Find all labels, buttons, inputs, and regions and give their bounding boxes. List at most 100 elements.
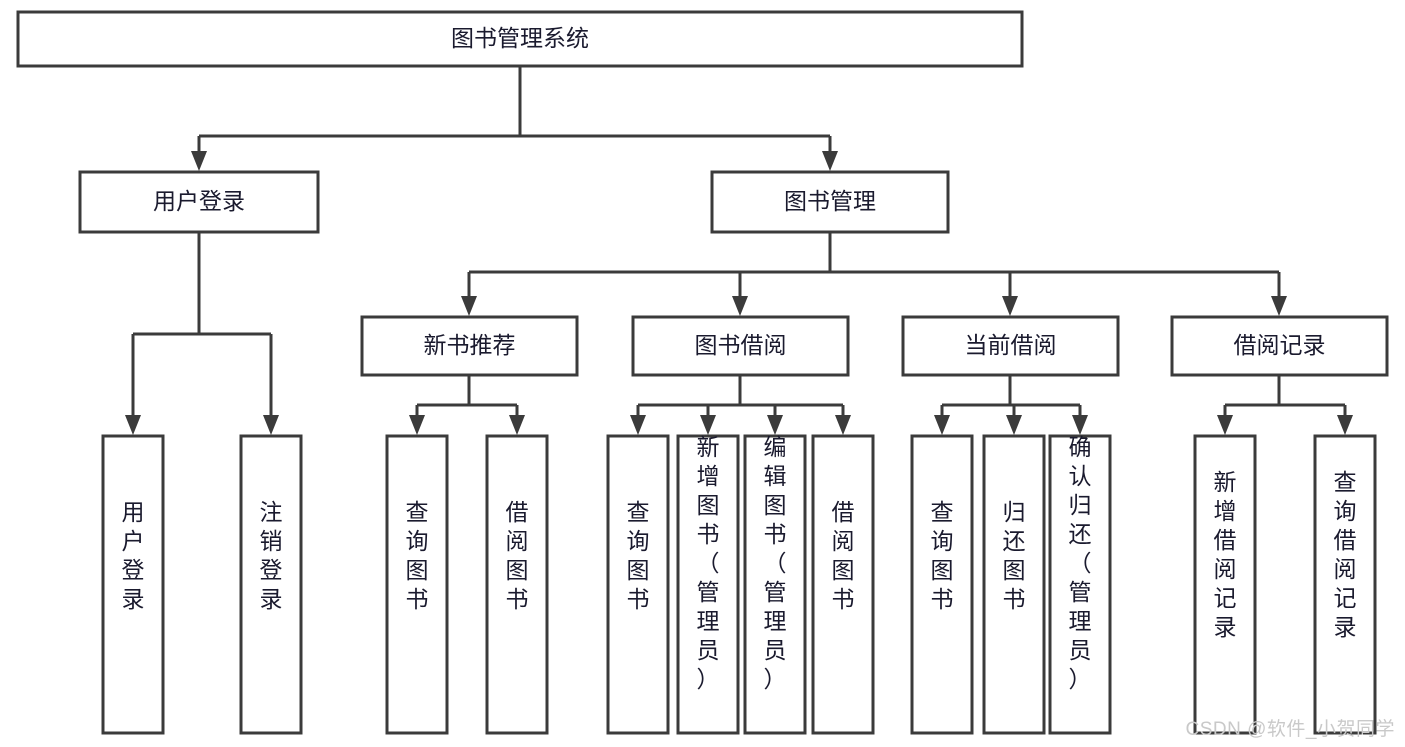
node-box[interactable]: [101, 434, 165, 735]
node-label-char: 图: [1003, 557, 1026, 583]
node-l2-user-login[interactable]: 用户登录: [78, 170, 320, 234]
node-box[interactable]: [606, 434, 670, 735]
node-label-char: 理: [764, 608, 787, 634]
node-label-char: 销: [260, 528, 283, 554]
node-label-char: ）: [764, 666, 787, 692]
node-label: 借阅记录: [1234, 332, 1326, 358]
node-label-char: 还: [1069, 521, 1092, 547]
node-label-char: 管: [697, 579, 720, 605]
connector-group: [934, 375, 1088, 435]
connector-group: [125, 232, 279, 435]
connector-group: [461, 232, 1287, 316]
node-l3-current-borrow[interactable]: 当前借阅: [901, 315, 1120, 377]
node-label-char: 阅: [832, 528, 855, 554]
node-box[interactable]: [485, 434, 549, 735]
node-label-char: ）: [1069, 666, 1092, 692]
node-box[interactable]: [676, 434, 740, 735]
arrow-head-icon: [767, 415, 783, 435]
arrow-head-icon: [700, 415, 716, 435]
arrow-head-icon: [732, 296, 748, 316]
node-label-char: 注: [260, 499, 283, 525]
node-box[interactable]: [239, 434, 303, 735]
node-label-char: 员: [764, 637, 787, 663]
node-label-char: 新: [1214, 469, 1237, 495]
node-box[interactable]: [743, 434, 807, 735]
node-label-char: 书: [1003, 586, 1026, 612]
node-box[interactable]: [910, 434, 974, 735]
node-box[interactable]: [78, 170, 320, 234]
node-box[interactable]: [982, 434, 1046, 735]
arrow-head-icon: [822, 151, 838, 171]
arrow-head-icon: [191, 151, 207, 171]
node-label-char: 新: [697, 434, 720, 460]
node-label-char: 借: [506, 499, 529, 525]
node-label-char: 录: [260, 586, 283, 612]
node-label-char: 阅: [506, 528, 529, 554]
connector-group: [630, 375, 851, 435]
node-box[interactable]: [16, 10, 1024, 68]
node-label-char: 借: [1334, 527, 1357, 553]
arrow-head-icon: [461, 296, 477, 316]
node-box[interactable]: [1193, 434, 1257, 735]
node-label-char: 询: [931, 528, 954, 554]
node-label-char: 询: [627, 528, 650, 554]
node-root-root[interactable]: 图书管理系统: [16, 10, 1024, 68]
node-box[interactable]: [811, 434, 875, 735]
arrow-head-icon: [409, 415, 425, 435]
node-label-char: 户: [122, 528, 145, 554]
node-box[interactable]: [360, 315, 579, 377]
arrow-head-icon: [509, 415, 525, 435]
node-label-char: 录: [1334, 614, 1357, 640]
node-l3-borrow-record[interactable]: 借阅记录: [1170, 315, 1389, 377]
arrow-head-icon: [1006, 415, 1022, 435]
node-box[interactable]: [1048, 434, 1112, 735]
node-label-char: 书: [627, 586, 650, 612]
node-label-char: 录: [1214, 614, 1237, 640]
node-label-char: 借: [1214, 527, 1237, 553]
node-box[interactable]: [1313, 434, 1377, 735]
node-label-char: 归: [1003, 499, 1026, 525]
arrow-head-icon: [1337, 415, 1353, 435]
node-box[interactable]: [385, 434, 449, 735]
arrow-head-icon: [1002, 296, 1018, 316]
node-label-char: 书: [406, 586, 429, 612]
node-label-char: 书: [764, 521, 787, 547]
node-label-char: 询: [406, 528, 429, 554]
node-box[interactable]: [631, 315, 850, 377]
node-label-char: 书: [506, 586, 529, 612]
arrow-head-icon: [263, 415, 279, 435]
arrow-head-icon: [125, 415, 141, 435]
node-leaf-leaf-user-login[interactable]: 用户登录: [101, 434, 165, 735]
node-label-char: 还: [1003, 528, 1026, 554]
node-l3-book-borrow[interactable]: 图书借阅: [631, 315, 850, 377]
node-box[interactable]: [710, 170, 950, 234]
node-box[interactable]: [901, 315, 1120, 377]
node-label-char: 用: [122, 499, 145, 525]
node-box[interactable]: [1170, 315, 1389, 377]
arrow-head-icon: [1072, 415, 1088, 435]
node-label-char: 查: [1334, 469, 1357, 495]
node-l2-book-manage[interactable]: 图书管理: [710, 170, 950, 234]
node-label-char: 编: [764, 434, 787, 460]
node-label-char: 管: [764, 579, 787, 605]
node-label-char: 确: [1069, 434, 1092, 460]
arrow-head-icon: [835, 415, 851, 435]
node-label-char: 记: [1214, 585, 1237, 611]
node-l3-new-book-rec[interactable]: 新书推荐: [360, 315, 579, 377]
arrow-head-icon: [1271, 296, 1287, 316]
node-label-char: 增: [697, 463, 720, 489]
